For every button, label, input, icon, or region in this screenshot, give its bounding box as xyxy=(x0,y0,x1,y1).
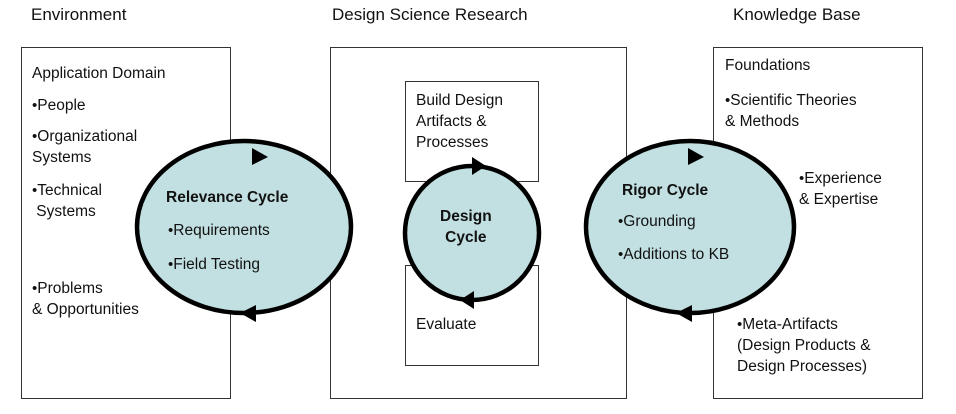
foundations-title: Foundations xyxy=(725,57,811,74)
relevance-arrow-right-icon xyxy=(252,148,268,165)
design-cycle-title: Design Cycle xyxy=(440,208,492,246)
rigor-arrow-left-icon xyxy=(676,305,692,322)
kb-item-meta-artifacts: Meta-Artifacts (Design Products & Design… xyxy=(737,314,871,377)
application-domain-title: Application Domain xyxy=(32,65,166,82)
rigor-item-grounding: Grounding xyxy=(618,211,695,232)
relevance-item-field-testing: Field Testing xyxy=(168,254,260,275)
env-item-organizational-systems: Organizational Systems xyxy=(32,126,137,168)
env-item-people: People xyxy=(32,95,85,116)
evaluate-label: Evaluate xyxy=(416,316,477,333)
rigor-cycle-title: Rigor Cycle xyxy=(622,182,709,199)
build-design-artifacts-label: Build Design Artifacts & Processes xyxy=(416,92,504,151)
design-arrow-left-icon xyxy=(460,291,474,309)
design-arrow-right-icon xyxy=(472,157,486,175)
relevance-item-requirements: Requirements xyxy=(168,220,270,241)
env-item-technical-systems: Technical Systems xyxy=(32,180,102,222)
header-knowledge-base: Knowledge Base xyxy=(733,5,861,24)
relevance-cycle-title: Relevance Cycle xyxy=(166,189,289,206)
kb-item-experience-expertise: Experience & Expertise xyxy=(799,168,882,210)
relevance-arrow-left-icon xyxy=(240,305,256,322)
env-item-problems-opportunities: Problems & Opportunities xyxy=(32,278,139,320)
kb-item-scientific-theories: Scientific Theories & Methods xyxy=(725,90,857,132)
rigor-item-additions-to-kb: Additions to KB xyxy=(618,244,729,265)
header-environment: Environment xyxy=(31,5,127,24)
header-design-science-research: Design Science Research xyxy=(332,5,528,24)
rigor-arrow-right-icon xyxy=(688,148,704,165)
